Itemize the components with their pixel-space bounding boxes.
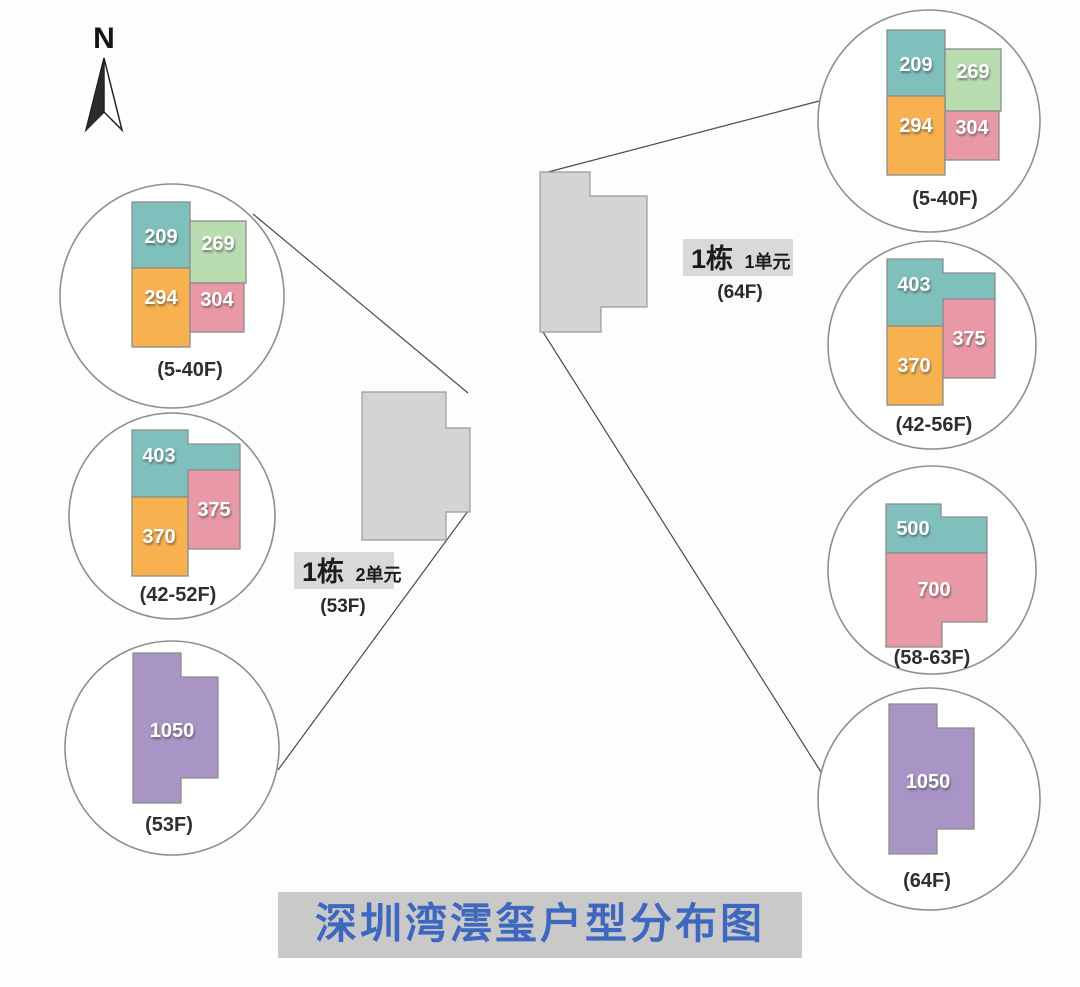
building-unit1-label-bg <box>683 239 793 276</box>
floor-range-label: (64F) <box>903 870 951 892</box>
floor-range-label: (42-52F) <box>140 584 217 606</box>
unit-shape-269 <box>189 220 247 284</box>
title-bar: 深圳湾澐玺户型分布图 <box>278 892 802 958</box>
unit-shape-375 <box>187 469 241 550</box>
building-name: 1栋 <box>302 556 344 587</box>
unit-area-label: 500 <box>896 518 929 540</box>
floor-range-label: (5-40F) <box>912 188 978 210</box>
title-background <box>278 892 802 958</box>
zoom-circle-unit1-58-63f: 500 700 (58-63F) <box>827 465 1037 675</box>
unit-shape-304 <box>189 282 245 333</box>
building-footprint-unit2 <box>361 391 471 541</box>
unit-area-label: 375 <box>952 328 985 350</box>
unit-shape-294 <box>886 95 946 176</box>
building-unit-name: 2单元 <box>355 564 401 585</box>
zoom-circle-unit2-5-40f: 209 269 294 304 (5-40F) <box>59 183 285 409</box>
unit-area-label: 294 <box>899 115 933 137</box>
building-unit2-label: 1栋 2单元 <box>302 556 402 587</box>
unit-area-label: 1050 <box>906 771 951 793</box>
unit-area-label: 269 <box>201 233 234 255</box>
building-unit2-label-bg <box>294 552 394 589</box>
north-arrow-icon <box>103 57 124 133</box>
unit-shape-1050 <box>132 652 219 804</box>
unit-shape-700 <box>885 552 988 648</box>
unit-area-label: 403 <box>897 274 930 296</box>
unit-area-label: 294 <box>144 287 178 309</box>
unit-area-label: 1050 <box>150 720 195 742</box>
unit-shape-375 <box>942 298 996 379</box>
unit-area-label: 209 <box>144 226 177 248</box>
building-unit2-label-group: 1栋 2单元 (53F) <box>294 552 402 617</box>
building-unit1-floors: (64F) <box>717 282 762 303</box>
unit-area-label: 304 <box>200 289 234 311</box>
leader-line-unit1-bottom <box>542 331 822 773</box>
unit-area-label: 403 <box>142 445 175 467</box>
unit-shape-370 <box>131 496 189 577</box>
unit-shape-370 <box>886 325 944 406</box>
unit-area-label: 375 <box>197 499 230 521</box>
compass-north-label: N <box>93 22 115 55</box>
building-unit1-label: 1栋 1单元 <box>691 243 791 274</box>
leader-line-unit2-top <box>252 213 469 394</box>
building-footprint-unit1 <box>539 171 648 333</box>
unit-shape-304 <box>944 110 1000 161</box>
unit-shape-209 <box>886 29 946 97</box>
zoom-circle-unit1-42-56f: 403 370 375 (42-56F) <box>827 240 1037 450</box>
zoom-circle-unit2-53f: 1050 (53F) <box>64 640 280 856</box>
building-name: 1栋 <box>691 243 733 274</box>
unit-area-label: 269 <box>956 61 989 83</box>
unit-area-label: 304 <box>955 117 989 139</box>
building-unit2-floors: (53F) <box>320 596 365 617</box>
floor-range-label: (53F) <box>145 814 193 836</box>
unit-area-label: 370 <box>142 526 175 548</box>
unit-area-label: 370 <box>897 355 930 377</box>
zoom-circle-unit1-5-40f: 209 269 294 304 (5-40F) <box>817 9 1041 233</box>
compass: N <box>84 22 124 133</box>
unit-shape-294 <box>131 267 191 348</box>
floor-range-label: (58-63F) <box>894 647 971 669</box>
unit-area-label: 209 <box>899 54 932 76</box>
leader-line-unit1-top <box>547 99 824 173</box>
floor-range-label: (5-40F) <box>157 359 223 381</box>
unit-shape-1050 <box>888 703 975 855</box>
page-title: 深圳湾澐玺户型分布图 <box>315 900 765 947</box>
building-unit1-label-group: 1栋 1单元 (64F) <box>683 239 793 303</box>
zoom-circle-unit1-64f: 1050 (64F) <box>817 687 1041 911</box>
leader-line-unit2-bottom <box>277 510 469 771</box>
unit-area-label: 700 <box>917 579 950 601</box>
floor-range-label: (42-56F) <box>896 414 973 436</box>
building-unit-name: 1单元 <box>744 251 790 272</box>
zoom-circle-unit2-42-52f: 403 370 375 (42-52F) <box>68 412 276 620</box>
